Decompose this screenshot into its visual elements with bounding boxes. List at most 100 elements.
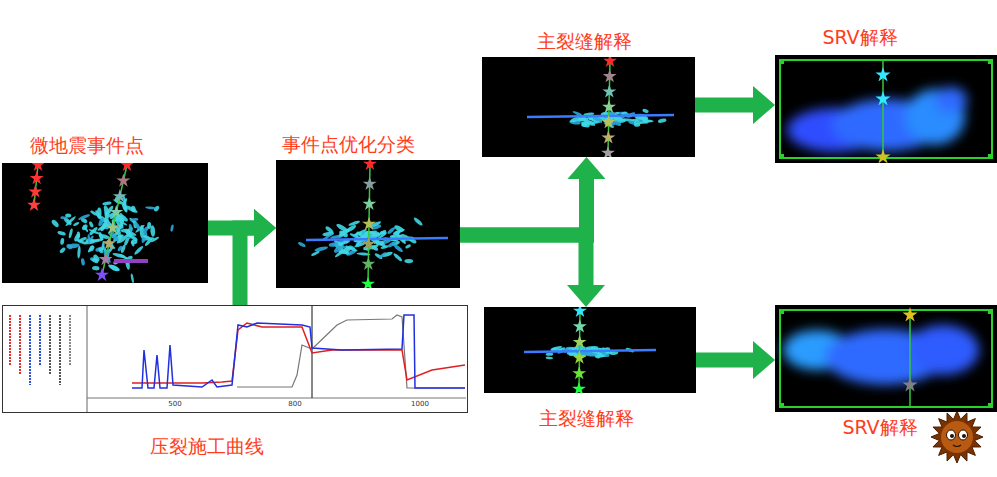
- event-point: [344, 246, 353, 254]
- fracture-line: [527, 115, 674, 117]
- event-point: [572, 347, 584, 350]
- event-point: [87, 245, 94, 253]
- main-fracture-panel: 主裂缝解释: [482, 57, 695, 157]
- event-point: [170, 224, 174, 232]
- event-point: [119, 253, 128, 260]
- event-point: [130, 273, 134, 283]
- panel-illustration: [775, 55, 997, 163]
- well-trajectory: [34, 165, 38, 205]
- frame-corner: [988, 403, 992, 407]
- event-point: [370, 230, 378, 237]
- perforation-star: [601, 146, 615, 157]
- srv-volume: [787, 87, 967, 152]
- event-point: [356, 231, 363, 235]
- flow-arrow: [460, 235, 605, 307]
- event-point: [59, 247, 66, 254]
- srv-panel: SRV解释: [775, 55, 997, 163]
- perforation-star: [106, 221, 120, 234]
- event-point: [81, 258, 86, 266]
- perforation-star: [573, 307, 587, 317]
- event-point: [68, 228, 73, 238]
- srv-volume: [783, 325, 979, 385]
- arrow-head: [753, 86, 775, 124]
- event-point: [90, 210, 99, 217]
- rate-curve: [237, 315, 465, 388]
- event-point: [642, 108, 649, 114]
- arrow-head: [753, 341, 775, 379]
- arrow-head: [254, 209, 276, 247]
- event-point: [97, 247, 104, 254]
- frame-corner: [988, 154, 992, 158]
- legend-mark: [69, 315, 71, 365]
- event-point: [546, 356, 554, 359]
- perforation-star: [572, 350, 586, 363]
- flow-arrow: [240, 209, 276, 305]
- event-point: [581, 121, 591, 128]
- perforation-star: [902, 307, 917, 321]
- perforation-star: [99, 252, 113, 265]
- panel-ground: [2, 163, 208, 283]
- event-point: [658, 118, 667, 124]
- microseismic-panel: 微地震事件点: [2, 163, 208, 283]
- arrow-shaft: [695, 98, 753, 113]
- flow-arrow: [460, 157, 606, 235]
- fracture-line: [306, 238, 448, 240]
- event-point: [66, 243, 74, 250]
- event-points: [569, 108, 667, 129]
- event-point: [387, 240, 397, 248]
- event-point: [78, 213, 91, 221]
- perforation-star: [363, 177, 377, 190]
- sun-pupil: [950, 434, 954, 438]
- sun-mascot-icon: [931, 411, 983, 463]
- event-point: [77, 246, 81, 259]
- panel-illustration: [484, 307, 696, 393]
- legend-mark: [29, 315, 31, 385]
- perforation-star: [572, 382, 586, 393]
- perforation-star: [875, 91, 890, 105]
- event-point: [130, 218, 139, 222]
- event-point: [92, 254, 100, 263]
- perforation-star: [361, 257, 375, 270]
- event-point: [82, 225, 88, 233]
- event-point: [88, 221, 94, 228]
- frame-corner: [780, 60, 784, 64]
- frame-corner: [988, 60, 992, 64]
- event-point: [337, 227, 351, 238]
- perforation-star: [362, 217, 376, 230]
- event-point: [404, 259, 413, 263]
- panel-ground: [482, 57, 695, 157]
- event-point: [123, 237, 130, 246]
- event-point: [97, 223, 110, 232]
- arrow-shaft: [696, 353, 753, 368]
- fracture-line: [524, 350, 656, 352]
- panel-heading: 事件点优化分类: [282, 133, 415, 156]
- legend-mark: [9, 315, 11, 365]
- sun-pupil: [962, 434, 966, 438]
- sun-mouth: [953, 445, 961, 447]
- panel-illustration: [2, 163, 208, 283]
- event-points: [50, 195, 174, 283]
- perforation-star: [902, 377, 917, 391]
- event-point: [147, 222, 151, 229]
- perforation-star: [30, 171, 44, 184]
- srv-blob: [907, 325, 979, 375]
- event-point: [145, 206, 156, 210]
- perforation-star: [602, 100, 616, 113]
- flow-arrow: [696, 341, 775, 379]
- panel-heading: 主裂缝解释: [537, 30, 632, 53]
- perforation-star: [362, 237, 376, 250]
- event-point: [378, 241, 386, 247]
- event-point: [142, 234, 150, 239]
- event-point: [57, 230, 66, 236]
- perforation-star: [601, 130, 615, 143]
- sun-eye: [959, 430, 968, 440]
- perforation-star: [362, 197, 376, 210]
- perforation-star: [116, 173, 130, 186]
- srv-panel: SRV解释: [775, 305, 997, 412]
- perforation-star: [602, 115, 616, 128]
- classified-events-panel: 事件点优化分类: [276, 160, 460, 288]
- event-point: [87, 234, 90, 244]
- well-trajectory: [909, 311, 911, 406]
- perforation-star: [572, 366, 586, 379]
- event-point: [120, 214, 129, 223]
